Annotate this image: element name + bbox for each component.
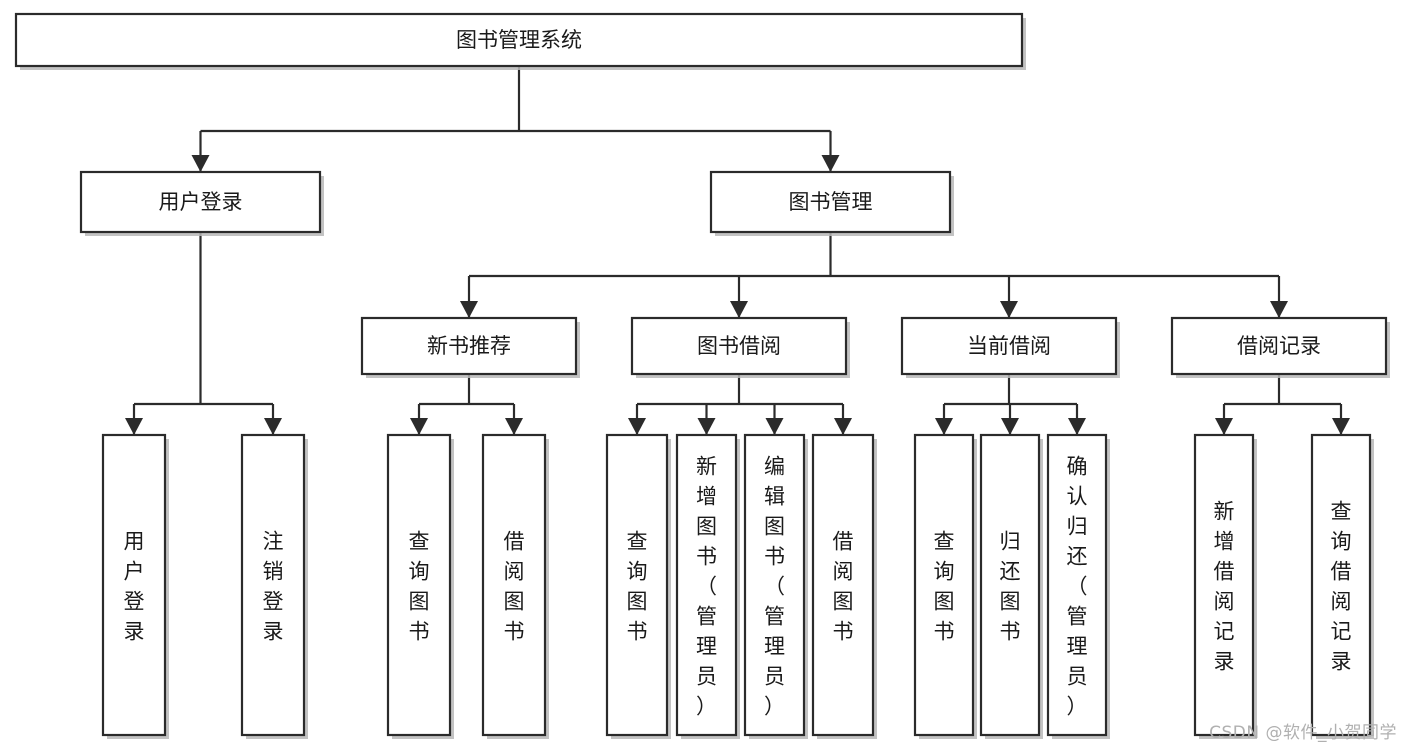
arrow-head-icon bbox=[1068, 418, 1086, 435]
node-label: 查询图书 bbox=[627, 529, 648, 643]
node-leaf-edit-book[interactable]: 编辑图书（管理员） bbox=[743, 433, 808, 739]
node-user-login[interactable]: 用户登录 bbox=[79, 170, 324, 236]
arrow-head-icon bbox=[821, 155, 840, 172]
connector-group-book-manage bbox=[460, 232, 1288, 318]
node-label: 借阅图书 bbox=[504, 529, 525, 643]
node-new-book-rec[interactable]: 新书推荐 bbox=[360, 316, 580, 378]
connector-group-root bbox=[191, 66, 840, 172]
node-rect[interactable] bbox=[811, 433, 875, 737]
node-leaf-query-book-2[interactable]: 查询图书 bbox=[605, 433, 671, 739]
arrow-head-icon bbox=[264, 418, 282, 435]
arrow-head-icon bbox=[1332, 418, 1350, 435]
arrow-head-icon bbox=[505, 418, 523, 435]
node-rect[interactable] bbox=[240, 433, 306, 737]
node-rect[interactable] bbox=[913, 433, 975, 737]
arrow-head-icon bbox=[1215, 418, 1233, 435]
connector-group-current-borrow bbox=[935, 374, 1086, 435]
node-rect[interactable] bbox=[709, 170, 952, 234]
connector-group-user-login bbox=[125, 232, 282, 435]
node-label: 用户登录 bbox=[124, 529, 145, 643]
arrow-head-icon bbox=[834, 418, 852, 435]
arrow-head-icon bbox=[125, 418, 143, 435]
node-current-borrow[interactable]: 当前借阅 bbox=[900, 316, 1120, 378]
arrow-head-icon bbox=[935, 418, 953, 435]
nodes-layer: 图书管理系统用户登录图书管理新书推荐图书借阅当前借阅借阅记录用户登录注销登录查询… bbox=[14, 12, 1390, 739]
node-leaf-add-book[interactable]: 新增图书（管理员） bbox=[675, 433, 740, 739]
node-rect[interactable] bbox=[630, 316, 848, 376]
node-label: 借阅图书 bbox=[833, 529, 854, 643]
arrow-head-icon bbox=[1001, 418, 1019, 435]
node-rect[interactable] bbox=[1046, 433, 1108, 737]
node-label: 新书推荐 bbox=[427, 334, 511, 358]
node-leaf-logout[interactable]: 注销登录 bbox=[240, 433, 308, 739]
node-label: 用户登录 bbox=[159, 190, 243, 214]
node-book-manage[interactable]: 图书管理 bbox=[709, 170, 954, 236]
node-rect[interactable] bbox=[1193, 433, 1255, 737]
node-label: 新增借阅记录 bbox=[1214, 499, 1235, 673]
arrow-head-icon bbox=[765, 418, 784, 435]
node-leaf-borrow-book-2[interactable]: 借阅图书 bbox=[811, 433, 877, 739]
node-root[interactable]: 图书管理系统 bbox=[14, 12, 1026, 70]
arrow-head-icon bbox=[410, 418, 428, 435]
node-rect[interactable] bbox=[675, 433, 738, 737]
node-label: 图书管理 bbox=[789, 190, 873, 214]
arrow-head-icon bbox=[1270, 301, 1288, 318]
connector-group-book-borrow bbox=[628, 374, 852, 435]
connector-group-borrow-record bbox=[1215, 374, 1350, 435]
node-label: 编辑图书（管理员） bbox=[764, 454, 785, 718]
node-label: 查询图书 bbox=[934, 529, 955, 643]
node-label: 图书管理系统 bbox=[456, 28, 582, 52]
arrow-head-icon bbox=[1000, 301, 1018, 318]
node-label: 查询借阅记录 bbox=[1331, 499, 1352, 673]
connectors-layer bbox=[125, 66, 1350, 435]
node-leaf-query-book-3[interactable]: 查询图书 bbox=[913, 433, 977, 739]
node-label: 新增图书（管理员） bbox=[696, 454, 717, 718]
node-rect[interactable] bbox=[900, 316, 1118, 376]
node-rect[interactable] bbox=[481, 433, 547, 737]
node-label: 图书借阅 bbox=[697, 334, 781, 358]
node-rect[interactable] bbox=[1310, 433, 1372, 737]
node-rect[interactable] bbox=[101, 433, 167, 737]
node-rect[interactable] bbox=[360, 316, 578, 376]
node-rect[interactable] bbox=[979, 433, 1041, 737]
node-rect[interactable] bbox=[14, 12, 1024, 68]
node-rect[interactable] bbox=[79, 170, 322, 234]
node-label: 借阅记录 bbox=[1237, 334, 1321, 358]
arrow-head-icon bbox=[460, 301, 478, 318]
node-leaf-query-record[interactable]: 查询借阅记录 bbox=[1310, 433, 1374, 739]
node-rect[interactable] bbox=[743, 433, 806, 737]
node-leaf-query-book-1[interactable]: 查询图书 bbox=[386, 433, 454, 739]
node-book-borrow[interactable]: 图书借阅 bbox=[630, 316, 850, 378]
node-label: 归还图书 bbox=[1000, 529, 1021, 643]
node-leaf-borrow-book-1[interactable]: 借阅图书 bbox=[481, 433, 549, 739]
arrow-head-icon bbox=[730, 301, 748, 318]
arrow-head-icon bbox=[628, 418, 646, 435]
node-leaf-confirm-return[interactable]: 确认归还（管理员） bbox=[1046, 433, 1110, 739]
connector-group-new-book-rec bbox=[410, 374, 523, 435]
arrow-head-icon bbox=[697, 418, 716, 435]
node-rect[interactable] bbox=[1170, 316, 1388, 376]
node-leaf-user-login[interactable]: 用户登录 bbox=[101, 433, 169, 739]
node-rect[interactable] bbox=[605, 433, 669, 737]
node-leaf-add-record[interactable]: 新增借阅记录 bbox=[1193, 433, 1257, 739]
node-label: 确认归还（管理员） bbox=[1067, 454, 1088, 718]
node-label: 查询图书 bbox=[409, 529, 430, 643]
arrow-head-icon bbox=[191, 155, 210, 172]
node-label: 注销登录 bbox=[263, 529, 284, 643]
node-leaf-return-book[interactable]: 归还图书 bbox=[979, 433, 1043, 739]
node-label: 当前借阅 bbox=[967, 334, 1051, 358]
node-rect[interactable] bbox=[386, 433, 452, 737]
node-borrow-record[interactable]: 借阅记录 bbox=[1170, 316, 1390, 378]
